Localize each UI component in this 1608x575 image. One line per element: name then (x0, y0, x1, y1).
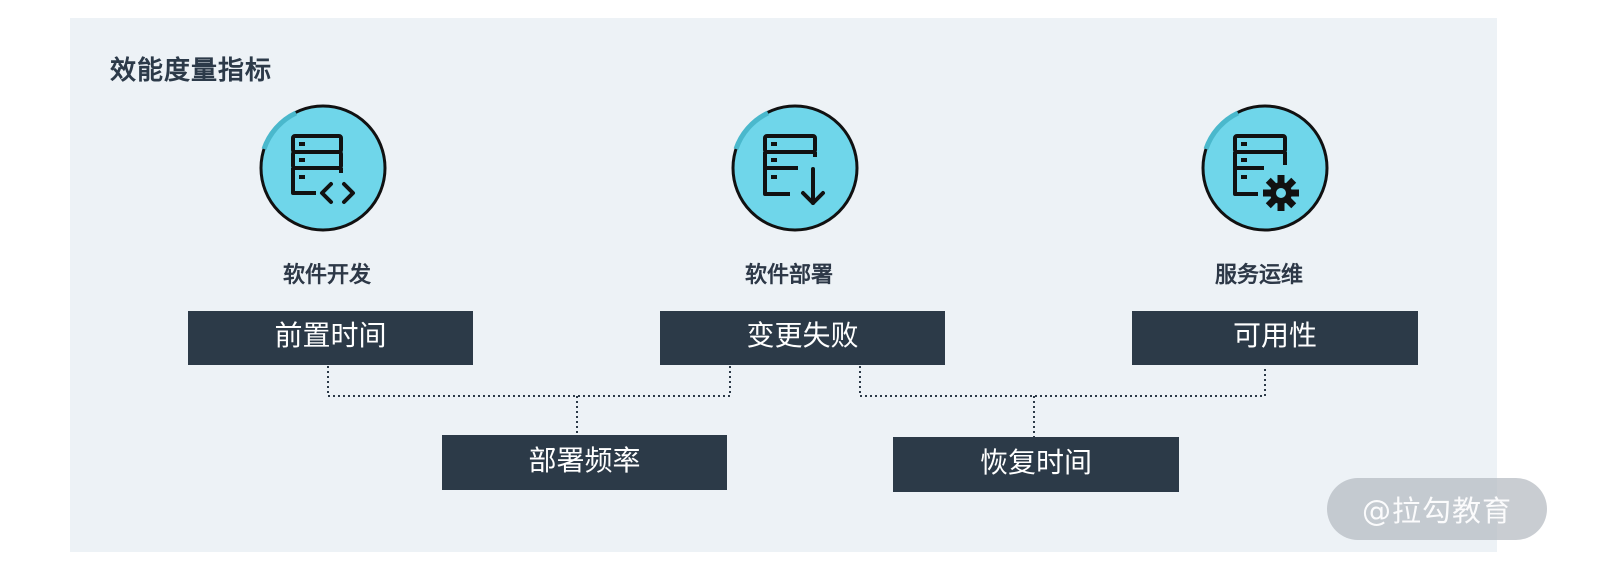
metric-change-failure: 变更失败 (660, 311, 945, 365)
stage-label-development: 软件开发 (282, 263, 371, 288)
metric-recovery-time: 恢复时间 (893, 437, 1179, 492)
metric-deployment-frequency: 部署频率 (442, 435, 727, 490)
server-settings-icon (1198, 101, 1332, 235)
stage-label-deployment: 软件部署 (744, 263, 833, 288)
stage-label-operations: 服务运维 (1214, 263, 1303, 288)
metric-availability: 可用性 (1132, 311, 1418, 365)
metric-lead-time: 前置时间 (188, 311, 473, 365)
server-code-icon (256, 101, 390, 235)
diagram-title: 效能度量指标 (110, 56, 273, 86)
watermark: @拉勾教育 (1327, 478, 1547, 540)
server-download-icon (728, 101, 862, 235)
